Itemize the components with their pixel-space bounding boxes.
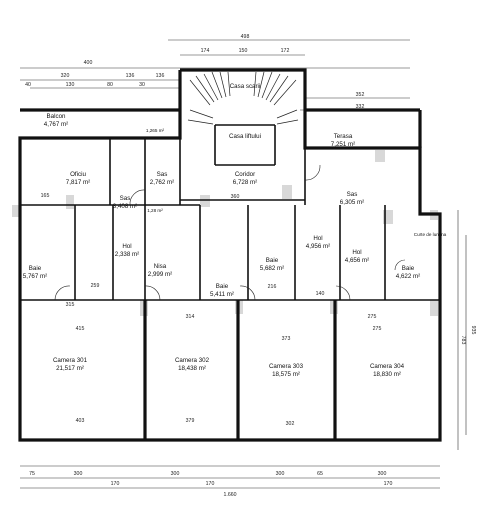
dimension-label: 300 bbox=[74, 471, 83, 477]
room-area: 6,728 m² bbox=[233, 179, 257, 186]
dimension-label: 136 bbox=[156, 73, 165, 79]
dimension-label: 259 bbox=[91, 283, 100, 289]
dimension-label: 400 bbox=[84, 60, 93, 66]
door-swings bbox=[54, 164, 406, 301]
room-name: Oficiu bbox=[70, 171, 86, 178]
dimension-label: 140 bbox=[316, 291, 325, 297]
dimension-label: 300 bbox=[276, 471, 285, 477]
dimension-label: 275 bbox=[373, 326, 382, 332]
interior-walls bbox=[20, 124, 440, 440]
room-name: Sas bbox=[157, 171, 168, 178]
room-name: Hol bbox=[313, 235, 322, 242]
room-area: 4,956 m² bbox=[306, 243, 330, 250]
room-name: Casa liftului bbox=[229, 133, 261, 140]
room-area: 4,656 m² bbox=[345, 257, 369, 264]
room-name: Sas bbox=[120, 195, 131, 202]
room-name: Nisa bbox=[154, 263, 167, 270]
room-area: 5,682 m² bbox=[260, 265, 284, 272]
dimension-label: 75 bbox=[29, 471, 35, 477]
staircase bbox=[187, 71, 299, 125]
room-name: Terasa bbox=[334, 133, 353, 140]
dimension-label: 172 bbox=[281, 48, 290, 54]
room-area: 18,830 m² bbox=[373, 371, 401, 378]
dimension-label: 65 bbox=[317, 471, 323, 477]
room-area: 1,28 m² bbox=[147, 208, 163, 213]
dimension-label: 174 bbox=[201, 48, 210, 54]
dimension-label: 373 bbox=[282, 336, 291, 342]
room-name: Camera 303 bbox=[269, 363, 304, 370]
room-name: Sas bbox=[347, 191, 358, 198]
dimension-label: 498 bbox=[241, 34, 250, 40]
dimension-label: 30 bbox=[139, 82, 145, 88]
dimension-label: 300 bbox=[171, 471, 180, 477]
room-name: Baie bbox=[266, 257, 279, 264]
dimension-label: 275 bbox=[368, 314, 377, 320]
room-area: 5,411 m² bbox=[210, 291, 234, 298]
room-area: 2,338 m² bbox=[115, 251, 139, 258]
dimension-label: 40 bbox=[25, 82, 31, 88]
dimension-label: 415 bbox=[76, 326, 85, 332]
dimension-label: 150 bbox=[239, 48, 248, 54]
room-area: 2,999 m² bbox=[148, 271, 172, 278]
room-area: 2,762 m² bbox=[150, 179, 174, 186]
dimension-label: 165 bbox=[41, 193, 50, 199]
room-area: 5,767 m² bbox=[23, 273, 47, 280]
room-area: 6,305 m² bbox=[340, 199, 364, 206]
room-area: 18,438 m² bbox=[178, 365, 206, 372]
room-area: 7,817 m² bbox=[66, 179, 90, 186]
room-name: Baie bbox=[216, 283, 229, 290]
dimension-label: 300 bbox=[378, 471, 387, 477]
outer-walls bbox=[18, 68, 442, 442]
room-name: Curte de lumina bbox=[414, 232, 447, 237]
room-name: Baie bbox=[402, 265, 415, 272]
room-name: Camera 302 bbox=[175, 357, 210, 364]
dimension-label: 170 bbox=[111, 481, 120, 487]
room-area: 18,575 m² bbox=[272, 371, 300, 378]
dimension-label: 216 bbox=[268, 284, 277, 290]
room-name: Casa scarii bbox=[230, 83, 261, 90]
room-name: Baie bbox=[29, 265, 42, 272]
dimension-label: 1.660 bbox=[224, 492, 237, 498]
dimension-label: 315 bbox=[66, 302, 75, 308]
room-name: Hol bbox=[122, 243, 131, 250]
room-name: Hol bbox=[352, 249, 361, 256]
dimension-label: 130 bbox=[66, 82, 75, 88]
room-name: Camera 304 bbox=[370, 363, 405, 370]
room-labels: Balcon 4,767 m² Oficiu 7,817 m² Sas 3,40… bbox=[23, 83, 447, 378]
room-area: 7,251 m² bbox=[331, 141, 355, 148]
room-area: 4,622 m² bbox=[396, 273, 420, 280]
dimension-label: 136 bbox=[126, 73, 135, 79]
dimension-label: 352 bbox=[356, 92, 365, 98]
dimension-label: 403 bbox=[76, 418, 85, 424]
room-area: 21,517 m² bbox=[56, 365, 84, 372]
room-area: 4,767 m² bbox=[44, 121, 68, 128]
dimension-label: 80 bbox=[107, 82, 113, 88]
dimension-label: 935 bbox=[470, 326, 476, 335]
dimension-label: 170 bbox=[384, 481, 393, 487]
dimension-labels: 498 400 320 174 150 172 136 136 40 130 8… bbox=[25, 34, 476, 498]
dimension-label: 170 bbox=[206, 481, 215, 487]
room-name: Coridor bbox=[235, 171, 255, 178]
room-name: Balcon bbox=[47, 113, 66, 120]
dimension-label: 320 bbox=[61, 73, 70, 79]
room-name: Camera 301 bbox=[53, 357, 88, 364]
dimension-label: 360 bbox=[231, 194, 240, 200]
room-area: 3,408 m² bbox=[113, 203, 137, 210]
dimension-label: 783 bbox=[460, 336, 466, 345]
dimension-label: 379 bbox=[186, 418, 195, 424]
dimension-lines-top bbox=[20, 39, 467, 489]
dimension-label: 302 bbox=[286, 421, 295, 427]
dimension-label: 314 bbox=[186, 314, 195, 320]
dimension-label: 332 bbox=[356, 104, 365, 110]
room-area: 1,265 m² bbox=[146, 128, 165, 133]
